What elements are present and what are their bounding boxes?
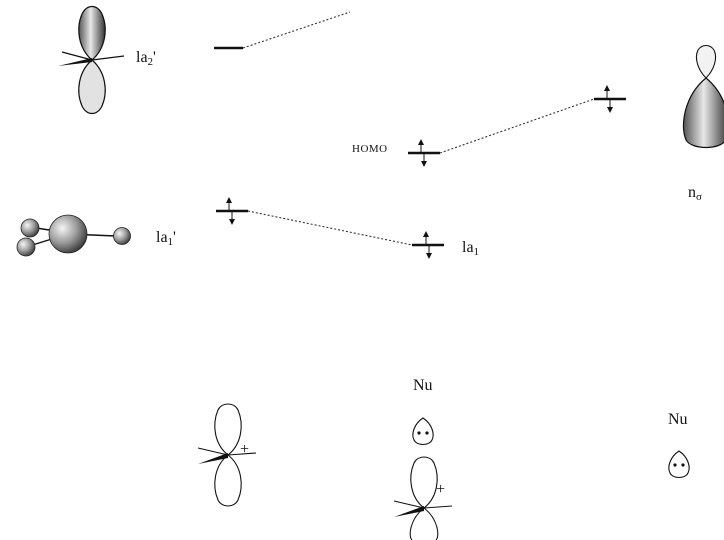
charge-plus-middle: + <box>436 481 446 498</box>
label-la2-prime: la2' <box>136 49 156 68</box>
la2-prime-orbital-icon <box>58 5 125 115</box>
label-la1: la1 <box>462 239 480 258</box>
p-orbital-middle-icon <box>393 456 453 540</box>
label-nu-middle: Nu <box>413 377 433 394</box>
label-nu-right: Nu <box>668 411 688 428</box>
nu-lone-pair-right-icon <box>668 450 690 479</box>
nu-lone-pair-middle-icon <box>412 417 434 446</box>
n-sigma-orbital-icon <box>682 44 724 149</box>
charge-plus-left: + <box>240 441 250 458</box>
homo-correlation-line <box>439 98 595 154</box>
la1-prime-level <box>216 197 248 225</box>
la1-level <box>412 231 444 259</box>
la2-prime-correlation-line <box>242 11 351 49</box>
homo-level <box>408 139 440 167</box>
n-sigma-level <box>594 85 626 113</box>
label-la1-prime: la1' <box>156 229 176 248</box>
label-homo: HOMO <box>352 143 388 155</box>
la1-correlation-line <box>247 210 413 246</box>
label-n-sigma: nσ <box>688 184 702 203</box>
la1-prime-orbital-icon <box>16 214 131 257</box>
empty-p-orbital-icon <box>197 403 257 507</box>
